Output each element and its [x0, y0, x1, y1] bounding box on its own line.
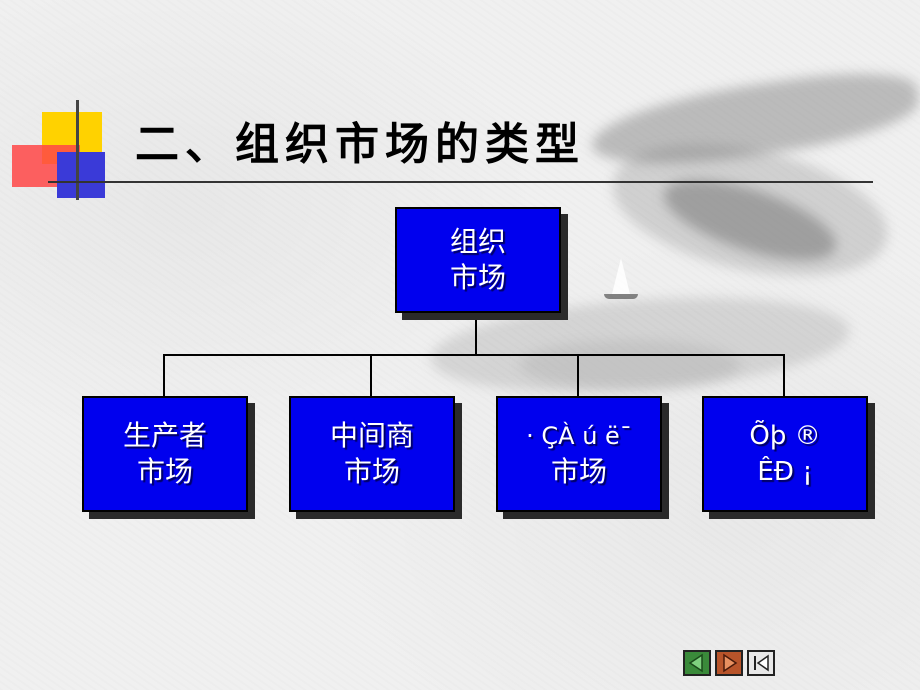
sailboat-sail [612, 258, 630, 294]
child-connector [163, 354, 165, 396]
logo-vertical-line [76, 100, 79, 200]
next-slide-button[interactable] [715, 650, 743, 676]
root-node-organization-market: 组织 市场 [395, 207, 561, 313]
logo-blue-square [57, 152, 105, 198]
root-connector [475, 315, 477, 355]
node-intermediary-market: 中间商 市场 [289, 396, 455, 512]
node-label-line2: 市场 [136, 455, 193, 488]
node-label-line1: · ÇÀ ú ë¯ [526, 422, 632, 450]
skip-to-first-icon [754, 654, 769, 672]
node-third-market: · ÇÀ ú ë¯ 市场 [496, 396, 662, 512]
node-label-line2: 市场 [343, 455, 400, 488]
node-label-line1: 生产者 [122, 419, 207, 452]
previous-slide-button[interactable] [683, 650, 711, 676]
title-underline [48, 181, 873, 183]
node-label-line1: 组织 [449, 225, 506, 258]
horizontal-connector [163, 354, 785, 356]
node-label-line1: Õþ ® [749, 421, 821, 451]
node-label-line2: 市场 [449, 261, 506, 294]
first-slide-button[interactable] [747, 650, 775, 676]
triangle-left-icon [688, 653, 703, 673]
triangle-right-icon [723, 653, 738, 673]
node-label-line2: 市场 [550, 455, 607, 488]
node-fourth-market: Õþ ® ÊÐ ¡ [702, 396, 868, 512]
child-connector [783, 354, 785, 396]
ink-wash-decoration [520, 340, 740, 390]
slide-title: 二、组织市场的类型 [135, 119, 585, 170]
node-label-line2: ÊÐ ¡ [757, 457, 813, 487]
node-producer-market: 生产者 市场 [82, 396, 248, 512]
node-label-line1: 中间商 [329, 419, 414, 452]
child-connector [370, 354, 372, 396]
sailboat-hull [604, 294, 638, 299]
child-connector [577, 354, 579, 396]
